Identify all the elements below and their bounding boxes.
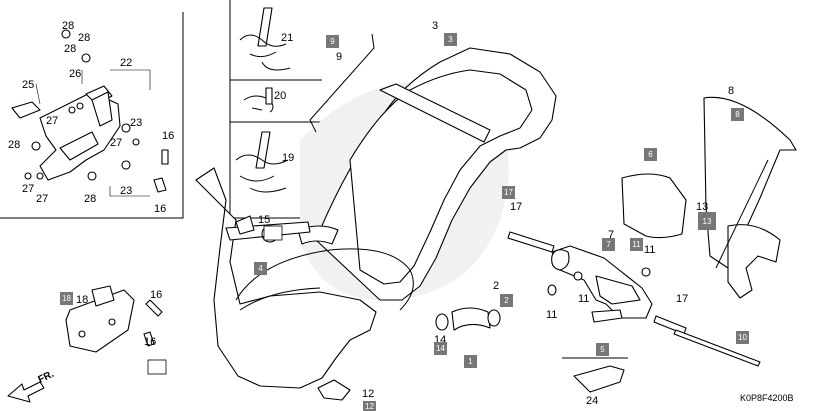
- frame-body: [65, 33, 557, 401]
- boxed-callout-10: 10: [736, 331, 749, 344]
- svg-text:3: 3: [448, 35, 453, 44]
- callout-27: 27: [110, 137, 122, 149]
- callout-labels: 28 28 22 26 25 27 23 16 28 27 27 27 23 2…: [8, 20, 794, 407]
- boxed-callout-3: 3: [444, 33, 457, 46]
- callout-18: 18: [76, 294, 88, 306]
- callout-23: 23: [130, 117, 142, 129]
- svg-text:12: 12: [365, 402, 374, 411]
- callout-13: 13: [696, 201, 708, 213]
- boxed-callout-17: 17: [502, 186, 515, 199]
- callout-26: 26: [69, 68, 81, 80]
- callout-28: 28: [62, 20, 74, 32]
- callout-21: 21: [281, 32, 293, 44]
- svg-text:11: 11: [632, 240, 641, 249]
- callout-28: 28: [64, 43, 76, 55]
- callout-24: 24: [586, 395, 598, 407]
- boxed-callout-11: 11: [630, 238, 643, 251]
- svg-text:1: 1: [468, 357, 473, 366]
- boxed-callout-2: 2: [500, 294, 513, 307]
- svg-text:5: 5: [600, 345, 605, 354]
- boxed-callout-1: 1: [464, 355, 477, 368]
- callout-8: 8: [728, 85, 734, 97]
- inset-harness-clips: [229, 0, 322, 219]
- boxed-callout-8: 8: [731, 108, 744, 121]
- boxed-callout-4: 4: [254, 262, 267, 275]
- callout-3: 3: [432, 20, 438, 32]
- boxed-callout-9: 9: [326, 35, 339, 48]
- callout-2: 2: [493, 280, 499, 292]
- boxed-callout-13: 13: [698, 212, 716, 230]
- svg-text:13: 13: [703, 217, 712, 226]
- callout-27: 27: [36, 193, 48, 205]
- svg-text:18: 18: [62, 294, 71, 303]
- callout-11: 11: [546, 309, 557, 321]
- callout-7: 7: [608, 229, 614, 241]
- callout-16: 16: [162, 130, 174, 142]
- reference-box: [147, 359, 167, 375]
- boxed-callout-18: 18: [60, 292, 73, 305]
- svg-text:4: 4: [258, 264, 263, 273]
- callout-11: 11: [578, 293, 589, 305]
- svg-text:7: 7: [606, 240, 611, 249]
- svg-text:2: 2: [504, 296, 509, 305]
- callout-17: 17: [676, 293, 688, 305]
- callout-28: 28: [8, 139, 20, 151]
- callout-15: 15: [258, 214, 270, 226]
- callout-22: 22: [120, 57, 132, 69]
- callout-16: 16: [150, 289, 162, 301]
- boxed-callout-12: 12: [363, 401, 376, 411]
- diagram-code: K0P8F4200B: [740, 393, 794, 403]
- boxed-callout-6: 6: [644, 148, 657, 161]
- boxed-callout-5: 5: [596, 343, 609, 356]
- callout-25: 25: [22, 79, 34, 91]
- callout-20: 20: [274, 90, 286, 102]
- callout-27: 27: [22, 183, 34, 195]
- direction-label: FR.: [36, 369, 55, 386]
- callout-16: 16: [144, 336, 156, 348]
- callout-16: 16: [154, 203, 166, 215]
- svg-text:9: 9: [330, 37, 335, 46]
- reference-box: [263, 225, 283, 241]
- callout-9: 9: [336, 51, 342, 63]
- right-assemblies: [435, 96, 797, 393]
- inset-bracket-assembly: [0, 12, 184, 219]
- svg-text:17: 17: [504, 188, 513, 197]
- callout-17: 17: [510, 201, 522, 213]
- callout-19: 19: [282, 152, 294, 164]
- callout-28: 28: [78, 32, 90, 44]
- front-direction-arrow: FR.: [7, 369, 56, 403]
- callout-12: 12: [362, 388, 374, 400]
- svg-text:10: 10: [738, 333, 747, 342]
- callout-28: 28: [84, 193, 96, 205]
- svg-text:6: 6: [648, 150, 653, 159]
- callout-23: 23: [120, 185, 132, 197]
- svg-text:14: 14: [436, 344, 445, 353]
- svg-text:8: 8: [735, 110, 740, 119]
- boxed-callout-7: 7: [602, 238, 615, 251]
- callout-11: 11: [644, 244, 655, 256]
- callout-27: 27: [46, 115, 58, 127]
- boxed-callouts: 9 3 4 18 12 14 1 2 17 7 11 5 6 8 13 10: [60, 33, 749, 411]
- boxed-callout-14: 14: [434, 342, 447, 355]
